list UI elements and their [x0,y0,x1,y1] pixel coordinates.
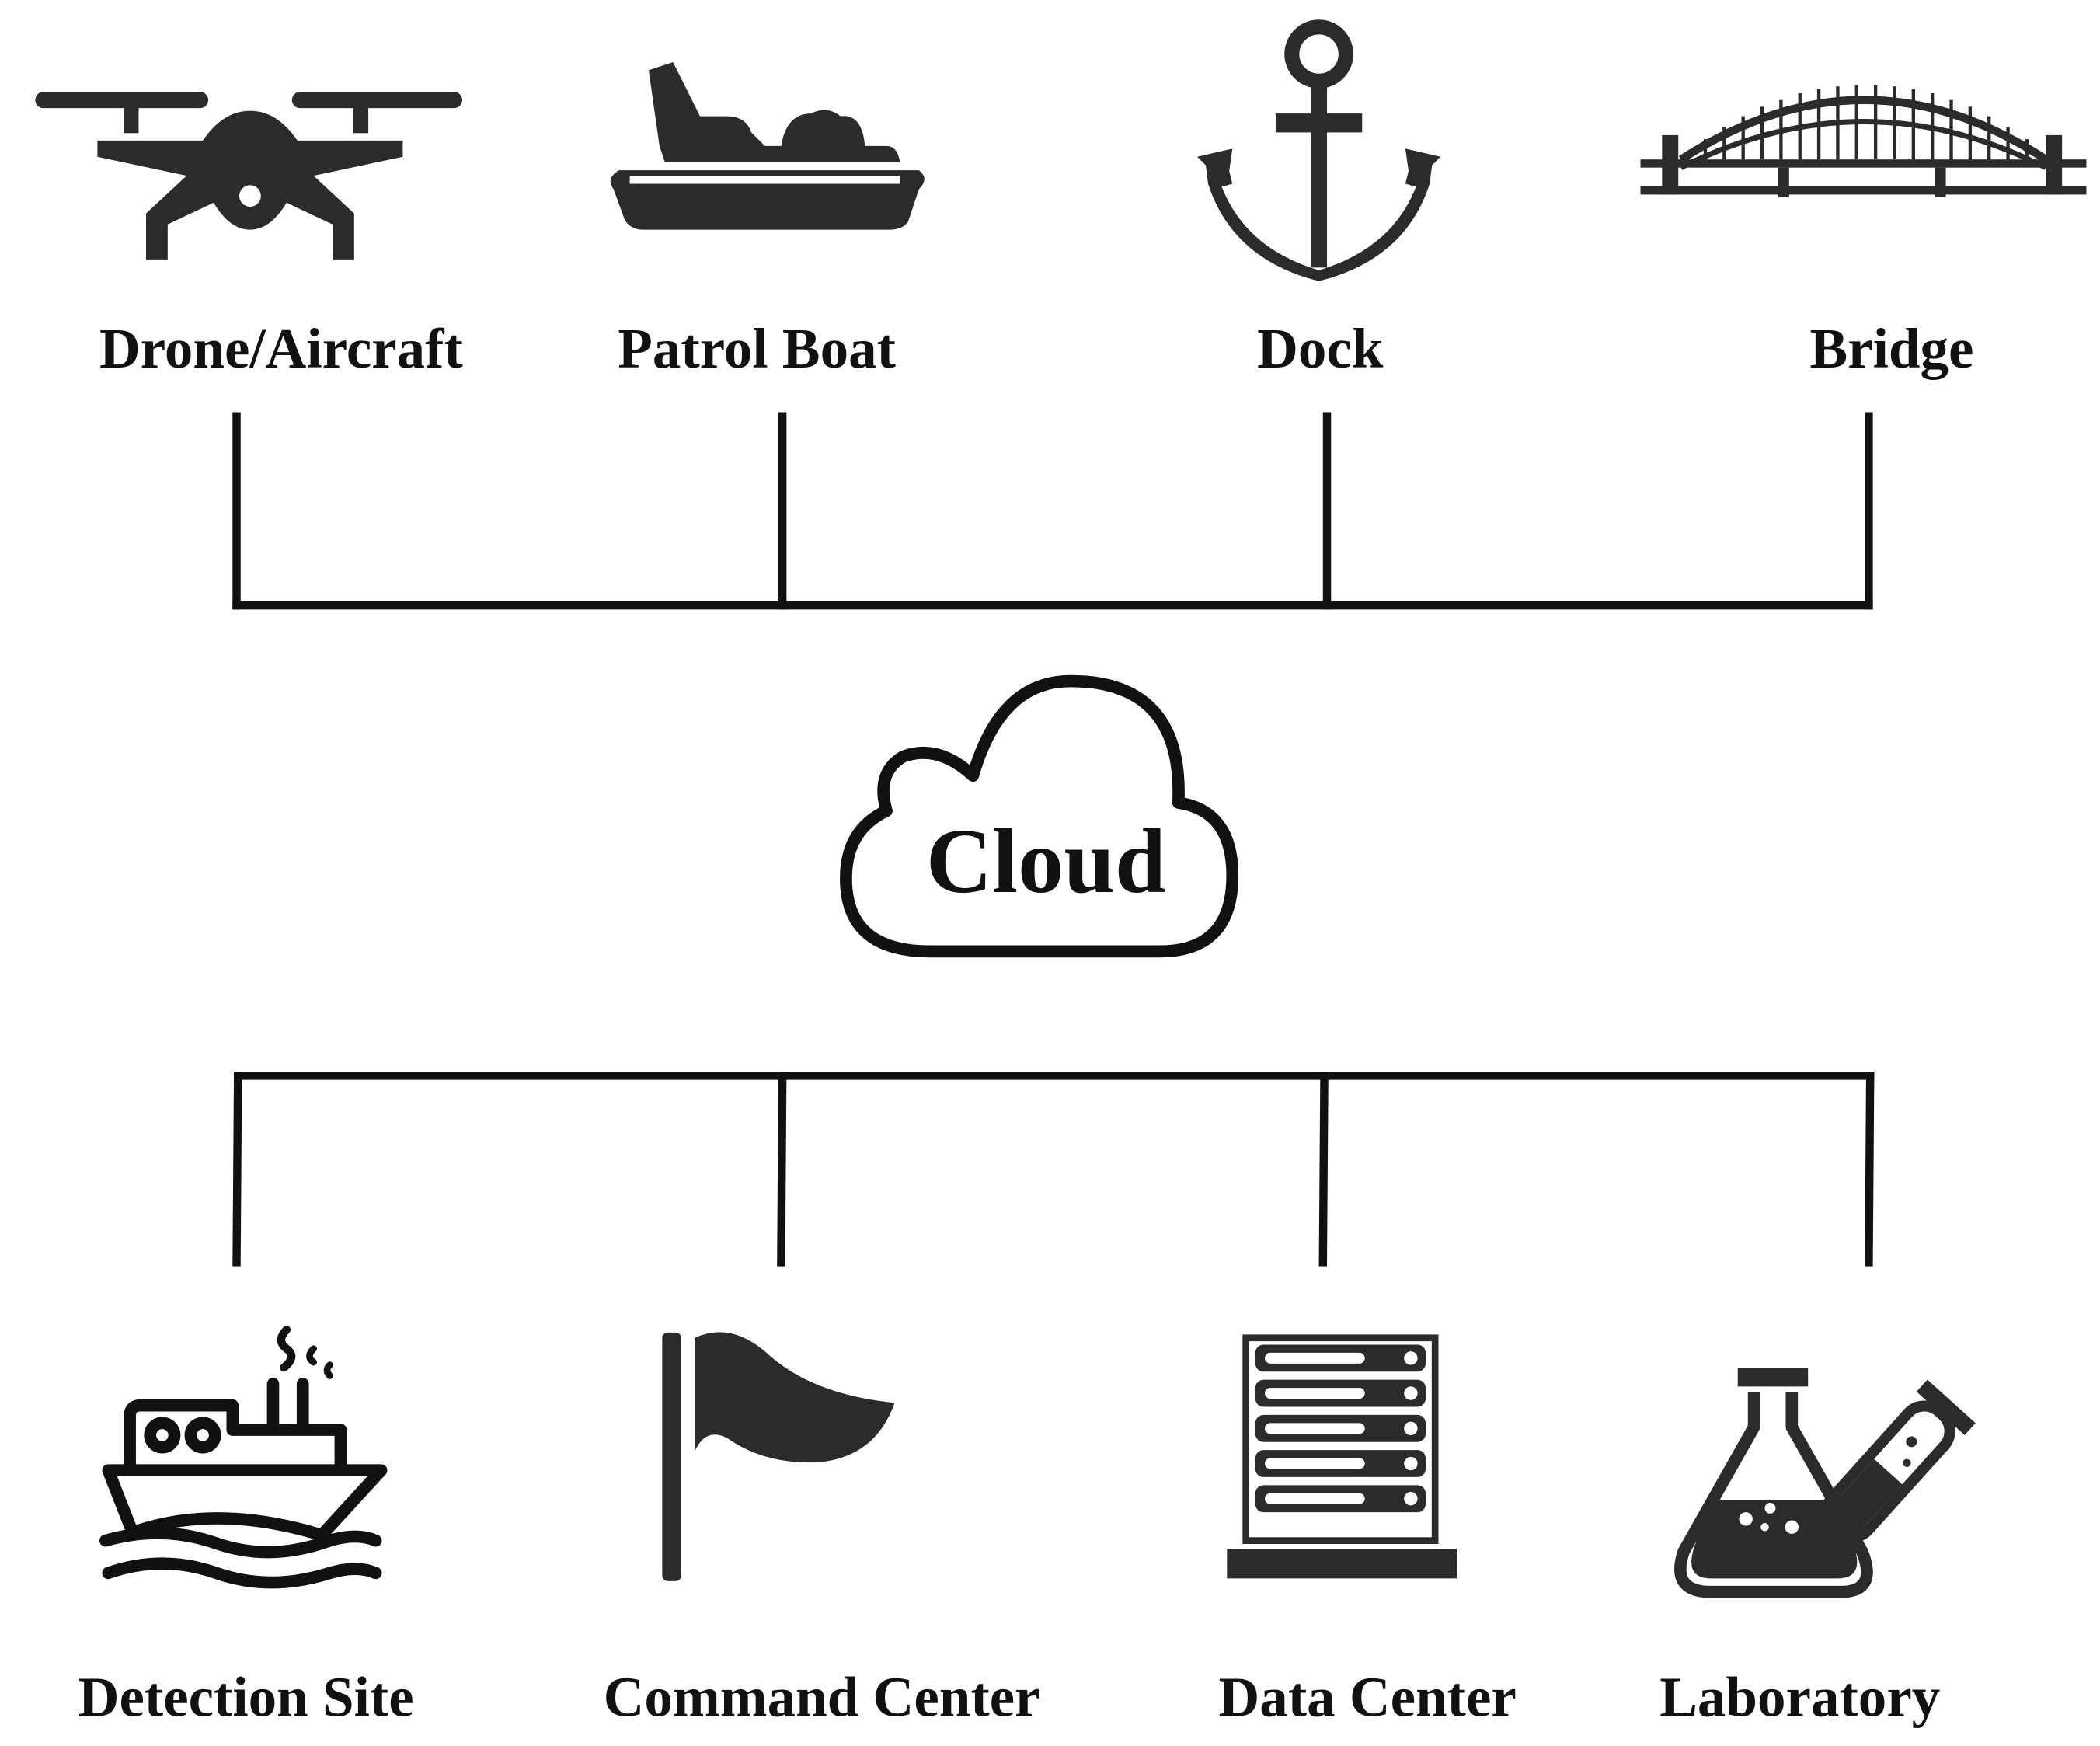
top-label-dock: Dock [1257,317,1384,380]
flag-icon [662,1332,895,1581]
bottom-label-data-center: Data Center [1219,1666,1517,1729]
hub-label-cloud: Cloud [926,810,1166,912]
ship-icon [99,1326,388,1589]
bridge-icon [1640,85,2087,197]
top-connector [232,412,1873,610]
top-label-patrol-boat: Patrol Boat [618,317,896,380]
server-rack-icon [1227,1334,1457,1579]
cloud-icon [840,674,1239,958]
top-label-drone: Drone/Aircraft [99,317,463,380]
top-label-bridge: Bridge [1810,317,1974,380]
anchor-icon [1197,19,1441,281]
patrol-boat-icon [610,62,925,230]
lab-flask-icon [1674,1368,1976,1598]
bottom-label-command-center: Command Center [604,1666,1040,1729]
bottom-label-laboratory: Laboratory [1659,1666,1940,1729]
drone-icon [35,92,462,260]
bottom-label-detection-site: Detection Site [78,1666,414,1729]
bottom-connector [232,1072,1875,1267]
